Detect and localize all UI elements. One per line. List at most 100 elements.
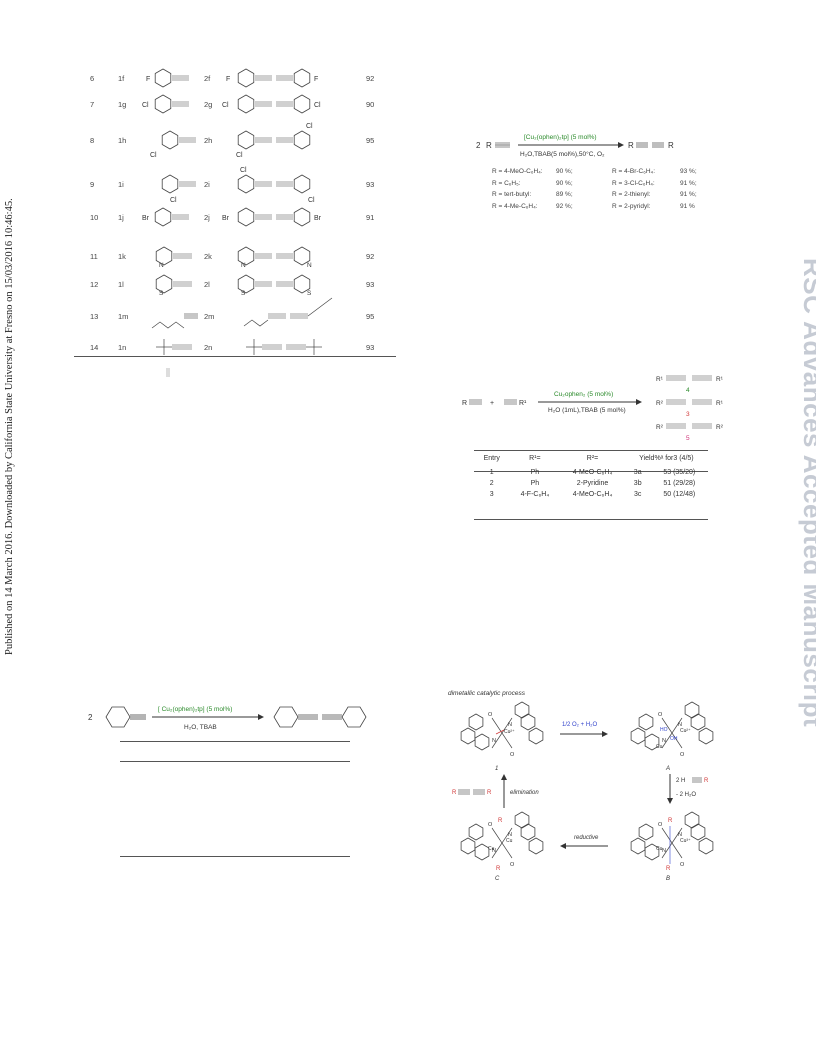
alkyne-bond bbox=[666, 423, 686, 429]
table-cell: 3c bbox=[633, 491, 642, 498]
table-bottom-rule bbox=[74, 356, 396, 357]
table-cell: 3 bbox=[489, 491, 494, 498]
alkyne-bond bbox=[172, 214, 189, 220]
alkyne-bond bbox=[255, 181, 272, 187]
yield-line: R = tert-butyl:89 %;R = 2-thienyl:91 %; bbox=[492, 189, 732, 201]
step4-r-right: R bbox=[487, 790, 492, 796]
bl-reagent: [ Cu₂(ophen)₂tp] (5 mol%) bbox=[158, 706, 232, 713]
benzene-ring bbox=[154, 68, 172, 88]
yield-value: 92 bbox=[366, 74, 374, 83]
benzene-ring bbox=[154, 94, 172, 114]
yield-cell: R = 3-Cl-C₆H₄: bbox=[612, 179, 655, 187]
phen-ring bbox=[474, 843, 490, 861]
table-cell: 2-Pyridine bbox=[576, 480, 609, 487]
phen-ring bbox=[644, 733, 660, 751]
alkyne-bond bbox=[255, 75, 272, 81]
cross-r1: R¹ bbox=[519, 400, 527, 407]
yield-cell: 90 %; bbox=[556, 168, 573, 175]
thiophene-ring bbox=[237, 274, 255, 294]
heteroatom-label: S bbox=[241, 290, 246, 297]
hydroxo-label: OH bbox=[670, 736, 678, 742]
nitrogen-label: N bbox=[508, 722, 512, 728]
cross-reagent: Cu₂ophen₂ (5 mol%) bbox=[554, 391, 613, 398]
benzene-ring bbox=[237, 207, 255, 227]
table-cell: 4-F-C₆H₄ bbox=[520, 491, 550, 498]
cross-coupling-equation: R + R¹ Cu₂ophen₂ (5 mol%) H₂O (1mL),TBAB… bbox=[462, 375, 724, 442]
nitrogen-label: N bbox=[508, 832, 512, 838]
table-cell: 2 bbox=[489, 480, 494, 487]
alkyne-bond bbox=[255, 281, 272, 287]
diphenyl-equation: 2 [ Cu₂(ophen)₂tp] (5 mol%) H₂O, TBAB bbox=[88, 706, 367, 731]
copper-label: Cu bbox=[656, 846, 663, 852]
step1-text: 1/2 O₂ + H₂O bbox=[562, 722, 598, 728]
product-right-group: R¹ bbox=[716, 400, 724, 407]
conditions-text: H₂O,TBAB(5 mol%),50°C, O₂ bbox=[520, 150, 605, 158]
r-label: R bbox=[668, 818, 673, 824]
diagram-mark bbox=[501, 774, 507, 780]
halogen-label: F bbox=[226, 76, 230, 83]
yield-value: 91 bbox=[366, 213, 374, 222]
pyridine-ring bbox=[155, 246, 173, 266]
diagram-mark bbox=[273, 706, 367, 728]
yield-cell: 89 %; bbox=[556, 191, 573, 198]
alkyne-bond bbox=[172, 101, 189, 107]
header-cell: Entry bbox=[483, 455, 500, 462]
product-left-group: R¹ bbox=[656, 376, 664, 383]
nitrogen-label: N bbox=[662, 738, 666, 744]
oxygen-label: O bbox=[658, 712, 663, 718]
diagram-mark bbox=[504, 399, 517, 405]
alkyne-bond bbox=[255, 253, 272, 259]
phen-ring bbox=[644, 843, 660, 861]
diagram-mark bbox=[602, 731, 608, 737]
entry-number: 10 bbox=[90, 213, 98, 222]
r-label: R bbox=[498, 818, 503, 824]
product-right-group: R¹ bbox=[716, 376, 724, 383]
homocoupling-equation: 2 R [Cu₂(ophen)₂tp] (5 mol%) H₂O,TBAB(5 … bbox=[476, 134, 674, 158]
benzene-ring-mid bbox=[273, 706, 299, 728]
phen-ring bbox=[690, 713, 706, 731]
substrate-id: 1j bbox=[118, 213, 124, 222]
yield-cell: R = 4-MeO-C₆H₄: bbox=[492, 168, 543, 175]
step2a-text: 2 H bbox=[676, 778, 685, 784]
oxygen-label: O bbox=[658, 822, 663, 828]
table-cell: 51 (29/28) bbox=[663, 480, 696, 487]
homocoupling-scheme: 2 R [Cu₂(ophen)₂tp] (5 mol%) H₂O,TBAB(5 … bbox=[470, 130, 730, 220]
table-cell: Ph bbox=[530, 480, 540, 487]
product-id: 2n bbox=[204, 343, 212, 352]
product-id: 2k bbox=[204, 252, 212, 261]
product-id: 2j bbox=[204, 213, 210, 222]
alkyne-bond bbox=[173, 281, 192, 287]
published-notice: Published on 14 March 2016. Downloaded b… bbox=[4, 198, 15, 655]
halogen-label: F bbox=[146, 76, 150, 83]
product-r-right: R bbox=[668, 141, 674, 150]
benzene-ring bbox=[161, 174, 179, 194]
diagram-mark bbox=[692, 777, 702, 783]
benzene-ring bbox=[237, 174, 255, 194]
product-id: 2m bbox=[204, 312, 214, 321]
entry-number: 11 bbox=[90, 252, 98, 261]
benzene-ring bbox=[237, 94, 255, 114]
benzene-ring-right bbox=[341, 706, 367, 728]
phen-ring bbox=[514, 701, 530, 719]
benzene-ring bbox=[293, 94, 311, 114]
mechanism-scheme: dimetallic catalytic process 1/2 O₂ + H₂… bbox=[440, 686, 730, 886]
core-bond bbox=[491, 717, 513, 749]
diagram-mark bbox=[458, 789, 485, 795]
halogen-label: Cl bbox=[170, 197, 177, 204]
core-bond bbox=[661, 717, 683, 749]
r-label: R bbox=[666, 866, 671, 872]
benzene-ring bbox=[237, 68, 255, 88]
alkyne-bond bbox=[276, 137, 293, 143]
diagram-mark bbox=[667, 798, 673, 804]
alkyne-bond bbox=[179, 181, 196, 187]
heteroatom-label: S bbox=[159, 290, 164, 297]
substrate-id: 1k bbox=[118, 252, 126, 261]
table-cell: 50 (12/48) bbox=[663, 491, 696, 498]
phen-ring bbox=[520, 823, 536, 841]
cu-o-bond bbox=[495, 729, 505, 735]
